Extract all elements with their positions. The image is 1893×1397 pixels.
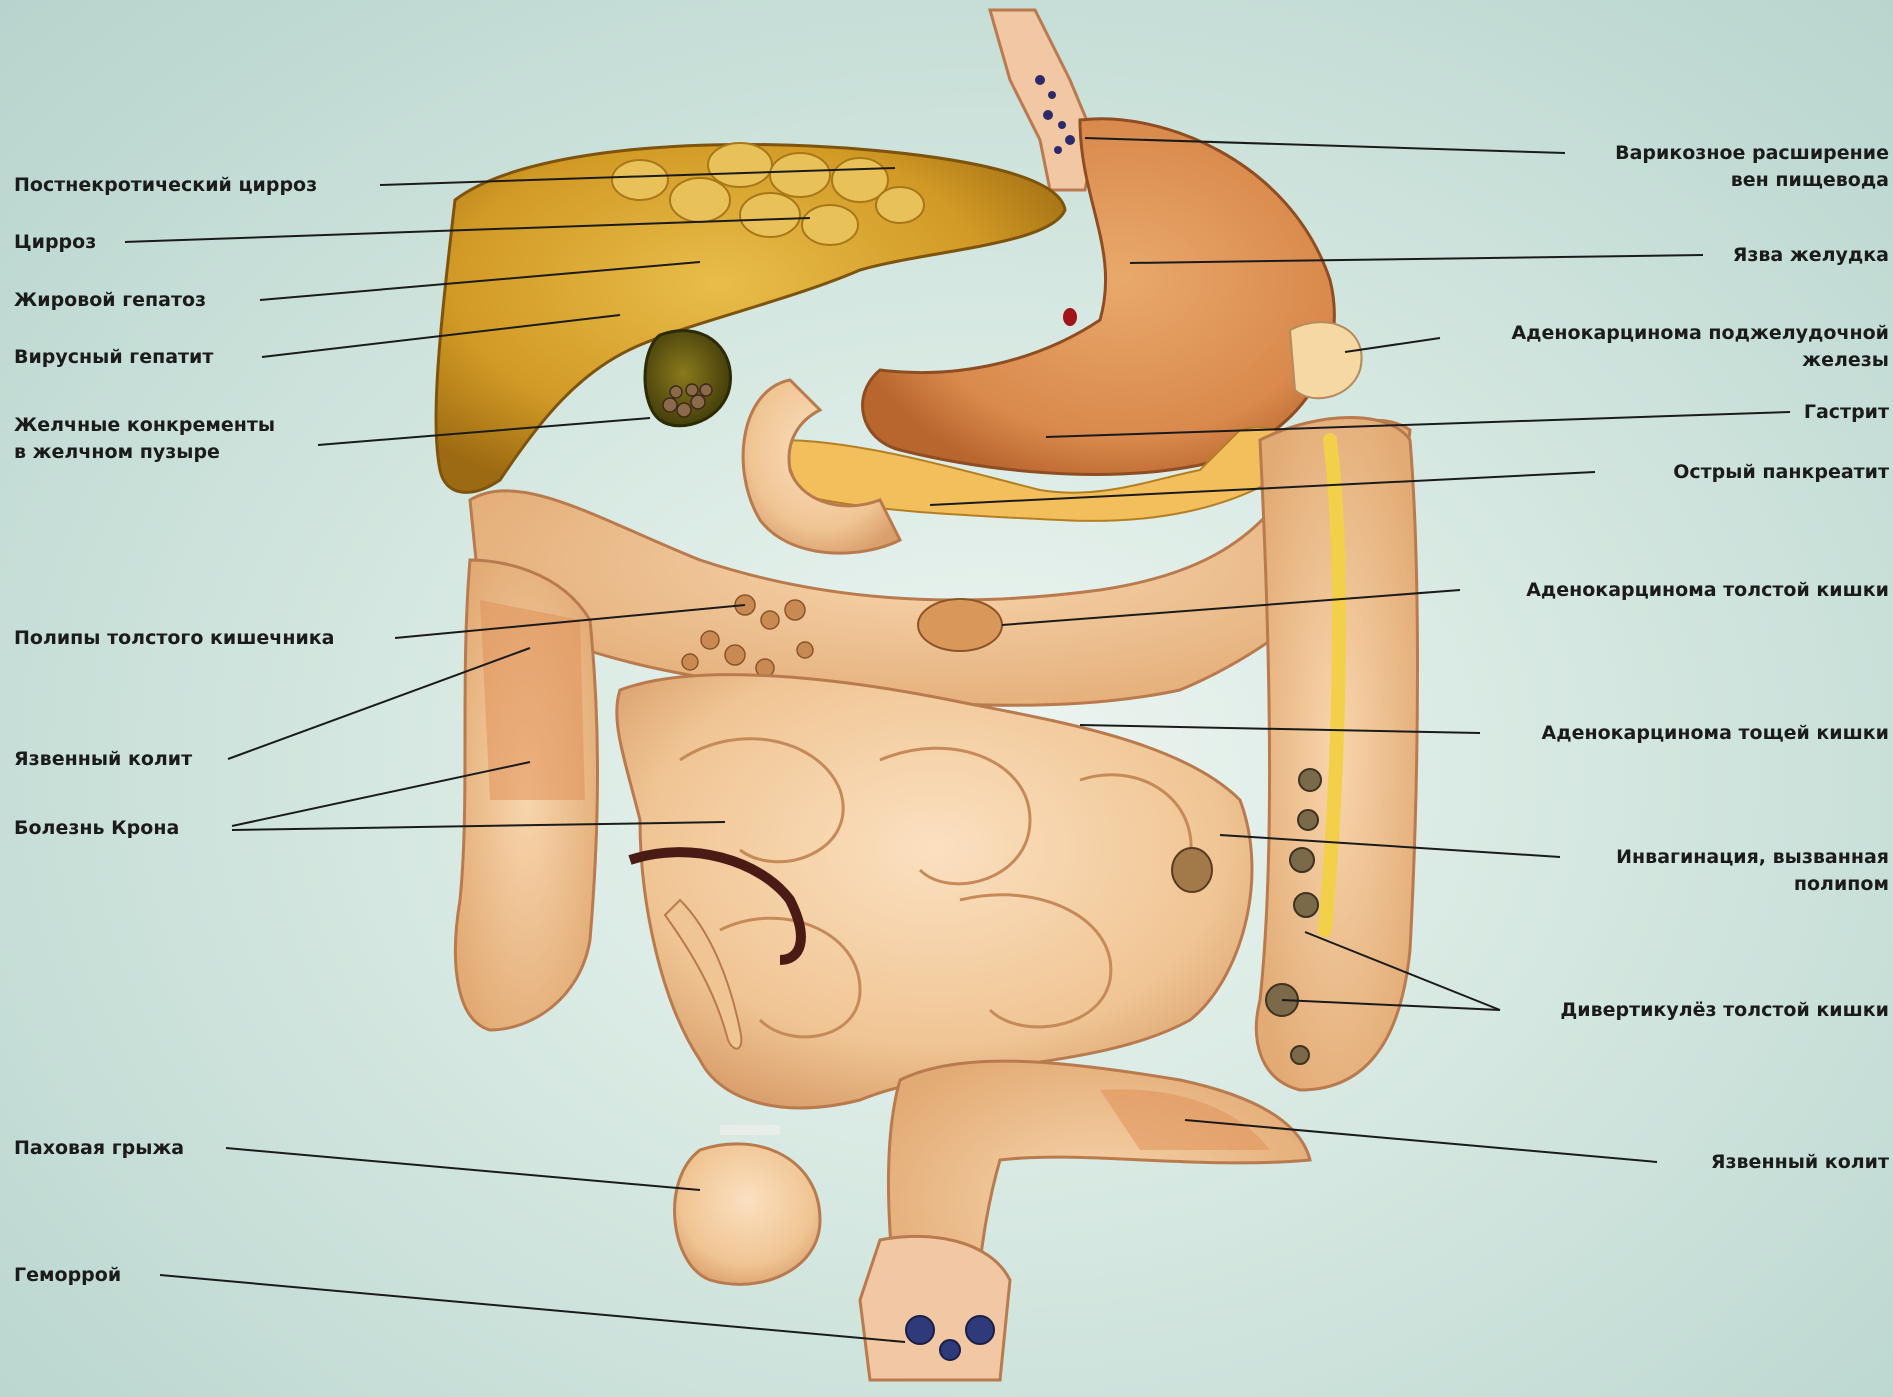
leader-inguinal-hernia — [226, 1148, 700, 1190]
label-ulcerative-colitis-right: Язвенный колит — [1711, 1149, 1889, 1176]
pancreas-head — [1290, 322, 1362, 398]
label-fatty-hepatosis: Жировой гепатоз — [14, 287, 206, 314]
inguinal-hernia-sac — [675, 1144, 820, 1284]
label-inguinal-hernia: Паховая грыжа — [14, 1135, 184, 1162]
esophagus — [990, 10, 1095, 190]
label-colon-diverticulosis: Дивертикулёз толстой кишки — [1560, 997, 1889, 1024]
stomach-ulcer-spot — [1063, 308, 1077, 326]
leader-hemorrhoids — [160, 1275, 905, 1342]
label-ulcerative-colitis-left: Язвенный колит — [14, 746, 192, 773]
rectum — [860, 1236, 1010, 1380]
label-hemorrhoids: Геморрой — [14, 1262, 121, 1289]
label-jejunum-adenocarcinoma: Аденокарцинома тощей кишки — [1542, 720, 1889, 747]
label-postnecrotic-cirrhosis: Постнекротический цирроз — [14, 172, 317, 199]
label-crohns-disease: Болезнь Крона — [14, 815, 179, 842]
intussusception-polyp — [1172, 848, 1212, 892]
label-stomach-ulcer: Язва желудка — [1733, 242, 1889, 269]
label-acute-pancreatitis: Острый панкреатит — [1673, 459, 1889, 486]
label-colon-polyps: Полипы толстого кишечника — [14, 625, 335, 652]
label-gastritis: Гастрит — [1804, 399, 1889, 426]
colon-tumor — [918, 599, 1002, 651]
label-colon-adenocarcinoma: Аденокарцинома толстой кишки — [1526, 577, 1889, 604]
label-viral-hepatitis: Вирусный гепатит — [14, 344, 213, 371]
label-cirrhosis: Цирроз — [14, 229, 96, 256]
small-intestine — [617, 675, 1252, 1108]
